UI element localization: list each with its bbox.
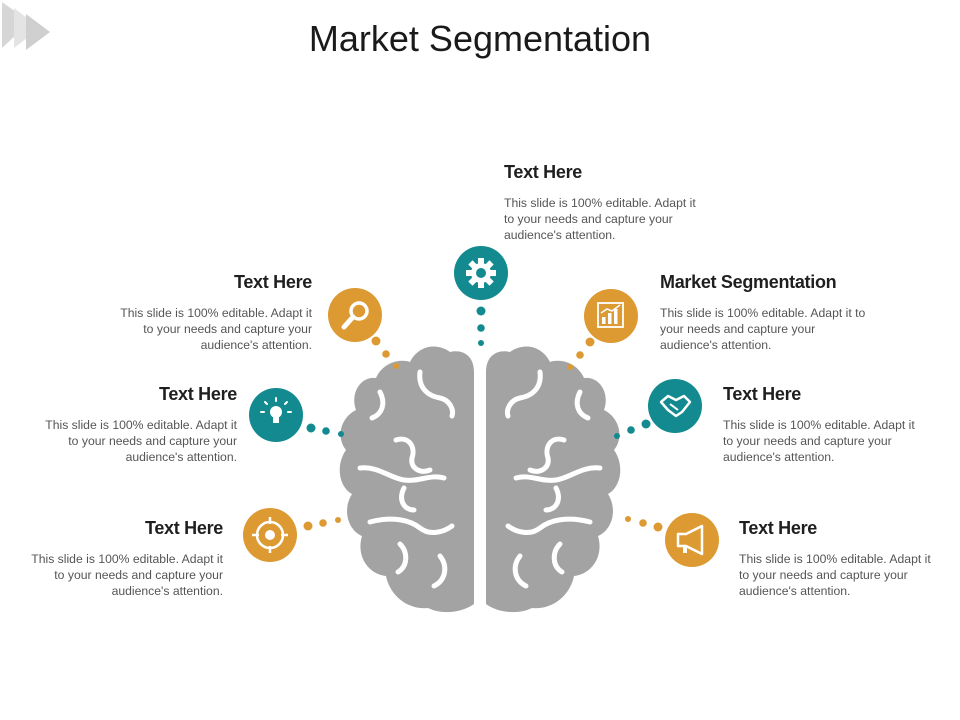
item-mid-right: Text Here This slide is 100% editable. A… bbox=[723, 384, 928, 465]
item-heading: Text Here bbox=[158, 384, 237, 404]
connector-top bbox=[476, 306, 486, 346]
connector-lower-right bbox=[625, 516, 663, 532]
gear-icon bbox=[454, 246, 508, 300]
connector-mid-right bbox=[614, 419, 651, 439]
logo-arrows-icon bbox=[2, 2, 50, 50]
lightbulb-icon bbox=[249, 388, 303, 442]
item-heading: Text Here bbox=[723, 384, 802, 404]
magnifier-icon bbox=[328, 288, 382, 342]
item-upper-right: Market Segmentation This slide is 100% e… bbox=[660, 272, 870, 353]
brain-illustration bbox=[339, 346, 621, 613]
item-mid-left: Text Here This slide is 100% editable. A… bbox=[34, 384, 237, 465]
connector-lower-left bbox=[303, 517, 341, 531]
item-heading: Text Here bbox=[144, 518, 223, 538]
item-heading: Text Here bbox=[233, 272, 312, 292]
item-top: Text Here This slide is 100% editable. A… bbox=[504, 162, 709, 243]
item-body: This slide is 100% editable. Adapt it to… bbox=[660, 306, 866, 352]
item-body: This slide is 100% editable. Adapt it to… bbox=[45, 418, 237, 464]
bar-chart-icon bbox=[584, 289, 638, 343]
item-body: This slide is 100% editable. Adapt it to… bbox=[739, 552, 931, 598]
item-lower-left: Text Here This slide is 100% editable. A… bbox=[20, 518, 223, 599]
item-heading: Text Here bbox=[739, 518, 818, 538]
item-body: This slide is 100% editable. Adapt it to… bbox=[723, 418, 915, 464]
item-body: This slide is 100% editable. Adapt it to… bbox=[120, 306, 312, 352]
handshake-icon bbox=[648, 379, 702, 433]
item-heading: Market Segmentation bbox=[660, 272, 837, 292]
item-lower-right: Text Here This slide is 100% editable. A… bbox=[739, 518, 944, 599]
megaphone-icon bbox=[665, 513, 719, 567]
connector-upper-right bbox=[567, 337, 595, 370]
item-heading: Text Here bbox=[504, 162, 583, 182]
item-body: This slide is 100% editable. Adapt it to… bbox=[31, 552, 223, 598]
slide-title: Market Segmentation bbox=[308, 18, 652, 59]
target-icon bbox=[243, 508, 297, 562]
connector-upper-left bbox=[371, 336, 399, 369]
connector-mid-left bbox=[306, 423, 344, 437]
item-body: This slide is 100% editable. Adapt it to… bbox=[504, 196, 696, 242]
item-upper-left: Text Here This slide is 100% editable. A… bbox=[108, 272, 312, 353]
